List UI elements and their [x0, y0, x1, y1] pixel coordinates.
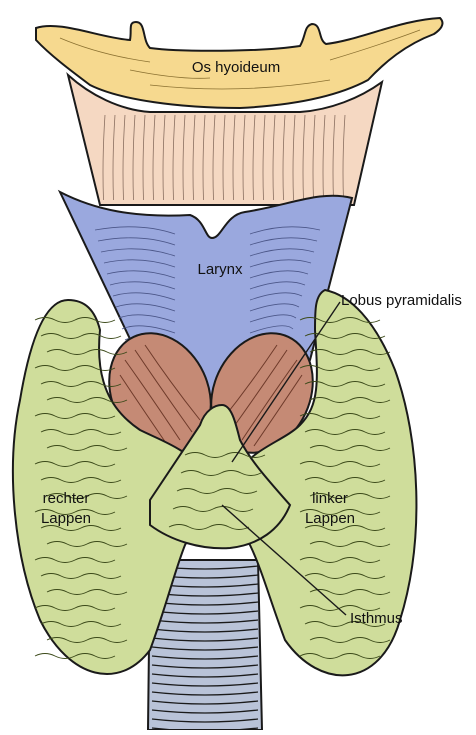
label-isthmus: Isthmus — [350, 609, 403, 629]
label-os-hyoideum: Os hyoideum — [178, 58, 294, 78]
label-larynx: Larynx — [178, 260, 262, 280]
label-left-lobe-line2: Lappen — [290, 509, 370, 529]
label-left-lobe-line1: linker — [290, 489, 370, 509]
label-right-lobe-line2: Lappen — [26, 509, 106, 529]
label-left-lobe: linker Lappen — [290, 489, 370, 529]
label-lobus-pyramidalis: Lobus pyramidalis — [341, 291, 462, 311]
label-right-lobe: rechter Lappen — [26, 489, 106, 529]
label-right-lobe-line1: rechter — [26, 489, 106, 509]
